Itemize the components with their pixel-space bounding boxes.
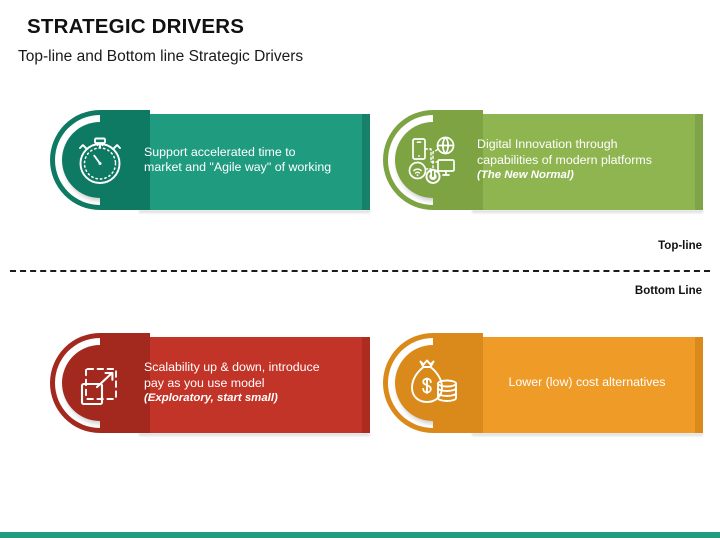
card-bar — [469, 114, 703, 213]
card-bar-edge — [362, 337, 370, 433]
driver-card-scalability[interactable]: Scalability up & down, introduce pay as … — [50, 333, 370, 436]
card-bar-shadow — [139, 210, 370, 213]
card-icon-circle — [383, 333, 483, 433]
dashed-divider-line — [10, 270, 710, 272]
card-text-line: Scalability up & down, introduce — [144, 360, 320, 374]
card-icon-circle — [383, 110, 483, 210]
driver-card-lower-cost-alternatives[interactable]: Lower (low) cost alternatives — [383, 333, 703, 436]
card-text: Support accelerated time to market and "… — [144, 110, 364, 210]
driver-card-accelerated-time-to-market[interactable]: Support accelerated time to market and "… — [50, 110, 370, 213]
card-bar-edge — [362, 114, 370, 210]
card-icon-circle — [50, 110, 150, 210]
card-icon-circle — [50, 333, 150, 433]
card-text-line: Digital Innovation through — [477, 137, 618, 151]
card-bar — [469, 337, 703, 436]
circle-bar-merge-mask — [100, 110, 150, 210]
card-text: Digital Innovation through capabilities … — [477, 110, 697, 210]
page-title: STRATEGIC DRIVERS — [27, 15, 245, 38]
divider-label-topline: Top-line — [658, 240, 702, 252]
card-text-line: market and "Agile way" of working — [144, 160, 332, 174]
card-bar-shadow — [472, 433, 703, 436]
card-bar-fill — [136, 114, 362, 210]
card-text-note: (The New Normal) — [477, 169, 574, 181]
page-subtitle: Top-line and Bottom line Strategic Drive… — [18, 48, 304, 65]
mask-fill — [100, 110, 150, 210]
driver-card-digital-innovation[interactable]: Digital Innovation through capabilities … — [383, 110, 703, 213]
card-bar-fill — [136, 337, 362, 433]
card-bar — [136, 114, 370, 213]
scalability-expand-icon — [62, 345, 138, 421]
card-bar — [136, 337, 370, 436]
card-bar-edge — [695, 114, 703, 210]
card-bar-edge — [695, 337, 703, 433]
card-text: Scalability up & down, introduce pay as … — [144, 333, 364, 433]
card-bar-shadow — [472, 210, 703, 213]
digital-platforms-icon — [395, 122, 471, 198]
card-text: Lower (low) cost alternatives — [477, 333, 697, 433]
card-text-line: capabilities of modern platforms — [477, 152, 652, 167]
stopwatch-icon — [62, 122, 138, 198]
mask-fill — [100, 333, 150, 433]
card-bar-fill — [469, 337, 695, 433]
circle-bar-merge-mask — [100, 333, 150, 433]
card-text-line: pay as you use model — [144, 375, 265, 390]
money-bag-icon — [395, 345, 471, 421]
footer-accent-bar — [0, 532, 720, 538]
card-text-line: Lower (low) cost alternatives — [508, 375, 666, 390]
card-text-line: Support accelerated time to — [144, 144, 296, 159]
card-bar-fill — [469, 114, 695, 210]
card-bar-shadow — [139, 433, 370, 436]
card-text-note: (Exploratory, start small) — [144, 392, 278, 404]
divider-label-bottomline: Bottom Line — [634, 285, 702, 297]
